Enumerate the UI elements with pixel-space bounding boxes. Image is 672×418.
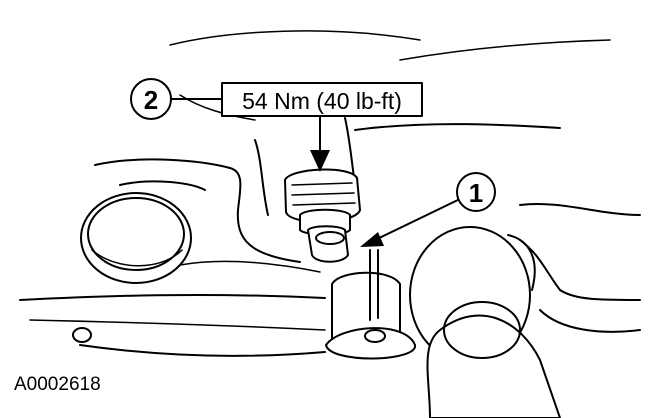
sensor-fitting [284, 168, 361, 263]
shaft-tube [409, 226, 561, 418]
callout-2: 2 54 Nm (40 lb-ft) [130, 78, 423, 120]
housing-outline [19, 30, 641, 357]
callout-1: 1 [456, 172, 496, 212]
figure-id: A0002618 [14, 374, 101, 395]
torque-spec-label: 54 Nm (40 lb-ft) [242, 88, 402, 114]
mounting-hole [72, 327, 92, 343]
leader-arrow-1 [360, 197, 463, 247]
boss-bore [80, 192, 192, 284]
mounting-bracket [325, 249, 416, 360]
leader-arrow-2 [310, 107, 330, 172]
callout-1-number: 1 [469, 178, 483, 208]
callout-2-number: 2 [144, 85, 158, 115]
